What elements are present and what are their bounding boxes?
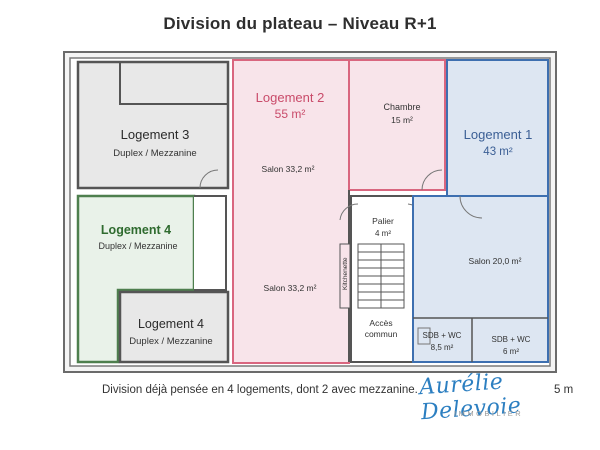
salon20: Salon 20,0 m² (469, 256, 522, 266)
logement3-name: Logement 3 (121, 127, 190, 142)
logement4b-name: Logement 4 (138, 317, 204, 331)
logement1-area: 43 m² (483, 146, 513, 158)
room-logement4b (118, 290, 230, 364)
door-arc-palier-left (339, 203, 359, 221)
caption-tail: 5 m (554, 384, 574, 396)
chambre-name: Chambre (383, 102, 420, 112)
acces-line1: Accès (369, 318, 392, 328)
chambre-area: 15 m² (391, 115, 413, 125)
page-title: Division du plateau – Niveau R+1 (163, 14, 437, 33)
logement2-area: 55 m² (275, 107, 306, 121)
door-arc-logement3 (199, 169, 219, 189)
logement2-name: Logement 2 (256, 90, 325, 105)
staircase (357, 243, 405, 309)
caption: Division déjà pensée en 4 logements, don… (102, 384, 418, 396)
sdb-left-area: 8,5 m² (431, 343, 454, 352)
palier-area: 4 m² (375, 229, 391, 238)
logement4b-desc: Duplex / Mezzanine (129, 336, 212, 347)
room-logement2 (232, 59, 350, 364)
logement4a-name: Logement 4 (101, 223, 171, 237)
wall-logement3-inner (119, 62, 228, 105)
kitchenette-label: Kitchenette (342, 257, 349, 290)
room-chambre (348, 59, 446, 191)
entry-logement4 (194, 195, 227, 291)
sdb-right-area: 6 m² (503, 347, 519, 356)
agency-logo-sub: IMMOBILIER (454, 409, 524, 418)
sdb-left-name: SDB + WC (423, 331, 462, 340)
salon-top: Salon 33,2 m² (262, 164, 315, 174)
logement3-desc: Duplex / Mezzanine (113, 148, 196, 159)
kitchenette-counter (339, 243, 351, 309)
sink-icon (417, 327, 431, 345)
logement4a-desc: Duplex / Mezzanine (98, 241, 177, 251)
room-logement3 (76, 60, 230, 190)
salon-bottom: Salon 33,2 m² (264, 283, 317, 293)
sdb-right-name: SDB + WC (492, 335, 531, 344)
door-arc-logement1 (459, 195, 483, 219)
logement1-name: Logement 1 (464, 127, 533, 142)
door-arc-chambre (421, 169, 443, 191)
acces-line2: commun (365, 329, 398, 339)
palier-name: Palier (372, 216, 394, 226)
